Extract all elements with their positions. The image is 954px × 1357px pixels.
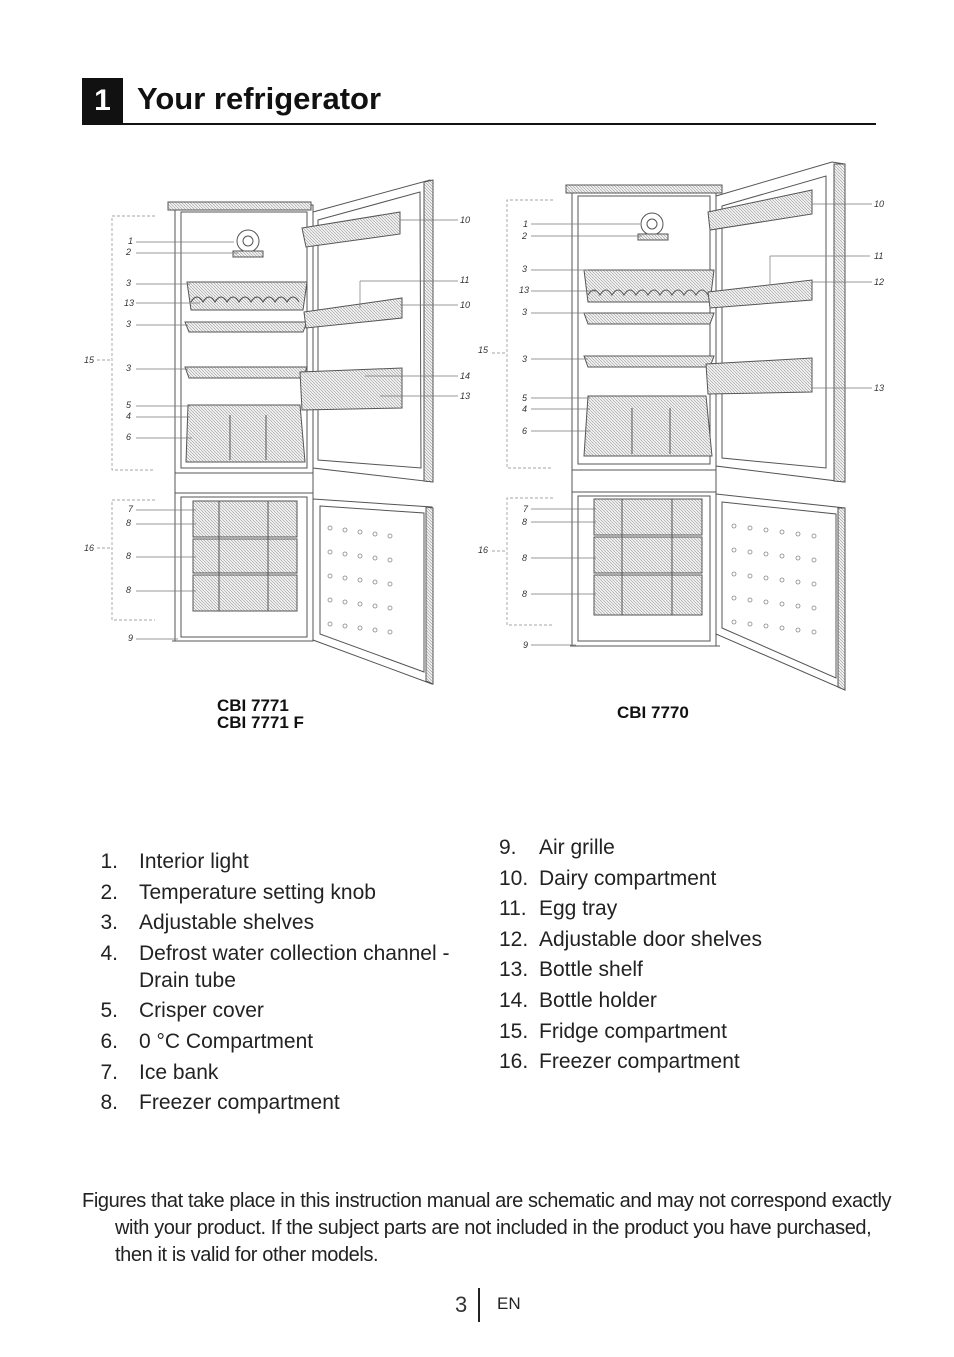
legend-item: 2.Temperature setting knob [100, 880, 376, 904]
model-label-left-2: CBI 7771 F [217, 713, 304, 732]
callout-8: 8 [126, 585, 131, 595]
refrigerator-figures: 1 2 3 13 3 15 3 5 4 6 7 8 16 8 8 9 10 11… [84, 161, 884, 691]
legend-item: 3.Adjustable shelves [100, 911, 315, 935]
callout-2: 2 [125, 247, 131, 257]
callout-10: 10 [460, 215, 470, 225]
legend-item: 1.Interior light [100, 850, 249, 873]
callout-16: 16 [478, 545, 488, 555]
legend-item: 10.Dairy compartment [499, 866, 717, 890]
callout-12: 12 [874, 277, 884, 287]
callout-6: 6 [522, 426, 527, 436]
legend-item: 6.0 °C Compartment [100, 1029, 314, 1053]
callout-10: 10 [460, 300, 470, 310]
fridge-illustration-left: 1 2 3 13 3 15 3 5 4 6 7 8 16 8 8 9 10 11… [84, 179, 470, 685]
callout-1: 1 [128, 236, 133, 246]
callout-13: 13 [519, 285, 529, 295]
callout-5: 5 [126, 400, 132, 410]
callout-3: 3 [126, 319, 131, 329]
schematic-note: Figures that take place in this instruct… [82, 1190, 892, 1266]
callout-4: 4 [126, 411, 131, 421]
language-code: EN [497, 1294, 521, 1313]
legend-item: 7.Ice bank [100, 1060, 219, 1084]
model-label-right: CBI 7770 [617, 703, 689, 722]
callout-3: 3 [522, 264, 527, 274]
legend-item: 4.Defrost water collection channel - Dra… [100, 941, 450, 992]
legend-list-right: 9.Air grille 10.Dairy compartment 11.Egg… [499, 834, 839, 1079]
legend-list-left: 1.Interior light 2.Temperature setting k… [82, 848, 482, 1120]
legend-item: 13.Bottle shelf [499, 958, 643, 982]
callout-1: 1 [523, 219, 528, 229]
callout-8: 8 [126, 551, 131, 561]
callout-8: 8 [522, 553, 527, 563]
callout-3: 3 [522, 307, 527, 317]
callout-2: 2 [521, 231, 527, 241]
fridge-illustration-right: 1 2 3 13 3 15 3 5 4 6 7 8 16 8 8 9 10 11… [478, 161, 884, 691]
callout-5: 5 [522, 393, 528, 403]
legend-item: 15.Fridge compartment [499, 1019, 727, 1043]
callout-7: 7 [523, 504, 529, 514]
page-number: 3 [455, 1292, 468, 1317]
callout-14: 14 [460, 371, 470, 381]
callout-9: 9 [128, 633, 133, 643]
callout-8: 8 [522, 589, 527, 599]
legend-item: 9.Air grille [499, 836, 615, 859]
callout-6: 6 [126, 432, 131, 442]
header-rule [82, 123, 876, 125]
legend-item: 5.Crisper cover [100, 999, 264, 1023]
legend-item: 12.Adjustable door shelves [499, 927, 762, 951]
callout-16: 16 [84, 543, 94, 553]
legend-item: 8.Freezer compartment [100, 1091, 340, 1115]
callout-13: 13 [874, 383, 884, 393]
legend-item: 14.Bottle holder [499, 988, 657, 1012]
callout-3: 3 [126, 278, 131, 288]
section-number: 1 [82, 78, 123, 124]
callout-8: 8 [522, 517, 527, 527]
section-header: 1 Your refrigerator [82, 78, 876, 125]
callout-9: 9 [523, 640, 528, 650]
model-label-left-1: CBI 7771 [217, 696, 289, 715]
footer-divider [478, 1288, 480, 1322]
section-title: Your refrigerator [137, 81, 382, 116]
callout-4: 4 [522, 404, 527, 414]
callout-8: 8 [126, 518, 131, 528]
callout-13: 13 [460, 391, 470, 401]
callout-11: 11 [874, 251, 883, 261]
callout-15: 15 [478, 345, 489, 355]
callout-15: 15 [84, 355, 95, 365]
callout-3: 3 [126, 363, 131, 373]
legend-item: 16.Freezer compartment [499, 1050, 740, 1074]
legend-item: 11.Egg tray [499, 897, 618, 921]
callout-10: 10 [874, 199, 884, 209]
callout-13: 13 [124, 298, 134, 308]
callout-11: 11 [460, 275, 469, 285]
callout-7: 7 [128, 504, 134, 514]
callout-3: 3 [522, 354, 527, 364]
